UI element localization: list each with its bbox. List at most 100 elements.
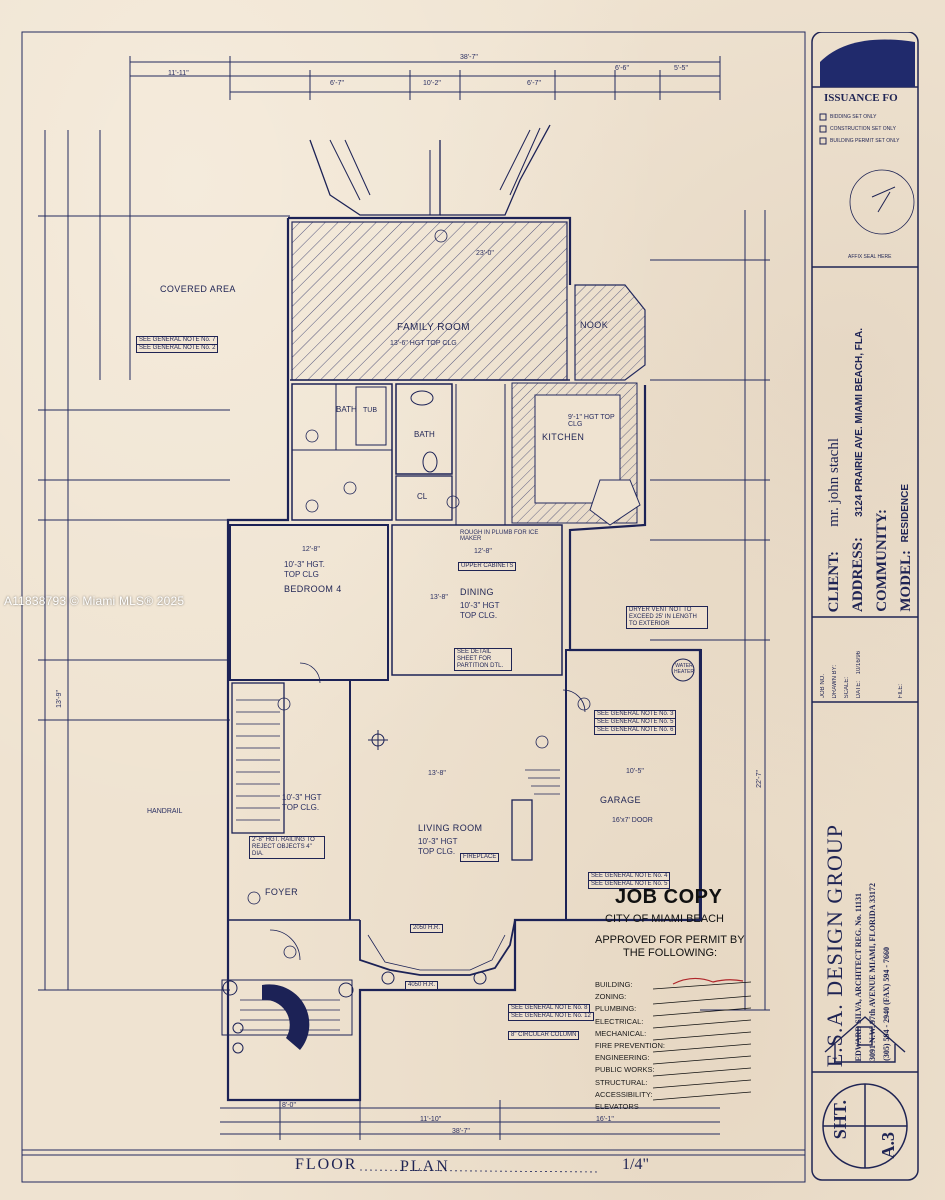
note-circular-column: 8" CIRCULAR COLUMN — [508, 1031, 580, 1040]
living-ceiling-2: TOP CLG. — [418, 847, 456, 856]
job-info: JOB NO. DRAWN BY: SCALE: DATE: 10/16/96 … — [818, 622, 914, 698]
dim-right-overall: 22'-7" — [756, 770, 763, 788]
room-nook: NOOK — [580, 320, 609, 330]
issuance-construction: CONSTRUCTION SET ONLY — [830, 126, 896, 132]
label-sheet: SHT. — [830, 1100, 850, 1140]
note-garage-6: SEE GENERAL NOTE No. 6 — [594, 726, 677, 735]
dim-d12: 10'-5" — [626, 768, 644, 775]
value-client: mr. john stachl — [826, 438, 842, 527]
firm-block: E.S.A. DESIGN GROUP EDWARD SILVA, ARCHIT… — [818, 707, 914, 1067]
stamp-approval-item: PLUMBING: — [595, 1004, 637, 1014]
note-see-detail-sheet: SEE DETAIL SHEET FOR PARTITION DTL. — [454, 648, 512, 671]
stamp-lines — [652, 977, 752, 1101]
footer-scale: 1/4" — [622, 1156, 649, 1173]
room-kitchen: KITCHEN — [542, 432, 585, 442]
title-block-frame — [811, 32, 919, 1181]
dim-d7: 23'-0" — [476, 250, 494, 257]
firm-name: E.S.A. DESIGN GROUP — [822, 823, 847, 1067]
value-model: RESIDENCE — [900, 483, 911, 542]
family-room-ceiling: 13'-6" HGT TOP CLG — [390, 340, 457, 347]
room-bath-2: BATH — [414, 430, 435, 439]
label-fireplace: FIREPLACE — [460, 853, 500, 862]
label-file: FILE: — [898, 683, 904, 698]
stamp-approved-1: APPROVED FOR PERMIT BY — [595, 934, 745, 946]
dim-d9: 12'-8" — [302, 546, 320, 553]
dim-d6: 6'-6" — [615, 65, 629, 72]
firm-phone: (305) 594 - 2940 (FAX) 594 - 7660 — [882, 947, 891, 1061]
room-living-room: LIVING ROOM — [418, 823, 483, 833]
stamp-approval-item: ENGINEERING: — [595, 1053, 650, 1063]
note-general-12: SEE GENERAL NOTE No. 12 — [508, 1012, 594, 1021]
dim-bottom-overall: 38'-7" — [452, 1128, 470, 1135]
room-bedroom-4: BEDROOM 4 — [284, 584, 342, 594]
label-water-heater: WATER HEATER — [674, 663, 694, 675]
label-community: COMMUNITY: — [874, 509, 890, 612]
stamp-approval-item: ELECTRICAL: — [595, 1016, 644, 1026]
value-address: 3124 PRAIRIE AVE. MIAMI BEACH, FLA. — [854, 328, 865, 517]
issuance-bidding: BIDDING SET ONLY — [830, 114, 877, 120]
dim-d5: 5'-5" — [674, 65, 688, 72]
label-job-no: JOB NO. — [820, 673, 826, 698]
note-door-4050: 4050 H.R. — [405, 981, 439, 990]
dim-bottom-2: 11'-10" — [420, 1116, 442, 1123]
stamp-approval-item: ACCESSIBILITY: — [595, 1089, 653, 1099]
dim-top-overall: 38'-7" — [460, 54, 478, 61]
dining-ceiling-1: 10'-3" HGT — [460, 601, 500, 610]
dining-ceiling-2: TOP CLG. — [460, 611, 498, 620]
note-dryer-vent: DRYER VENT NOT TO EXCEED 25' IN LENGTH T… — [626, 606, 708, 629]
stamp-approval-item: STRUCTURAL: — [595, 1077, 648, 1087]
kitchen-ceiling: 9'-1" HGT TOP CLG — [568, 414, 615, 428]
note-upper-cabinets: UPPER CABINETS — [458, 562, 517, 571]
dim-bottom-3: 16'-1" — [596, 1116, 614, 1123]
stamp-approval-item: ELEVATORS — [595, 1102, 639, 1111]
living-ceiling-1: 10'-3" HGT — [418, 837, 458, 846]
label-tub: TUB — [363, 407, 377, 414]
dim-left-overall: 13'-9" — [56, 690, 63, 708]
issuance-heading: ISSUANCE FO — [824, 92, 898, 104]
title-block: ISSUANCE FO BIDDING SET ONLY CONSTRUCTIO… — [810, 32, 920, 1182]
room-bath-1: BATH — [336, 405, 357, 414]
value-date: 10/16/96 — [856, 650, 862, 674]
note-rough-plumb: ROUGH IN PLUMB FOR ICE MAKER — [460, 530, 539, 542]
room-covered-area: COVERED AREA — [160, 284, 236, 294]
label-date: DATE: — [856, 680, 862, 698]
label-scale: SCALE: — [844, 676, 850, 698]
note-door-2050: 2050 H.R. — [410, 924, 444, 933]
mls-watermark: A11838793 © Miami MLS® 2025 — [4, 594, 185, 608]
issuance-permit: BUILDING PERMIT SET ONLY — [830, 138, 900, 144]
room-garage: GARAGE — [600, 795, 641, 805]
dim-bottom-1: 8'-0" — [282, 1102, 296, 1109]
stair-ceiling-2: TOP CLG. — [282, 803, 320, 812]
room-family-room: FAMILY ROOM — [397, 322, 470, 333]
stair-ceiling-1: 10'-3" HGT — [282, 793, 322, 802]
bedroom4-ceiling-1: 10'-3" HGT. — [284, 560, 325, 569]
label-client: CLIENT: — [826, 550, 842, 612]
note-garage-door: 16'x7' DOOR — [612, 817, 653, 824]
stamp-approval-item: MECHANICAL: — [595, 1028, 647, 1038]
footer-floor: FLOOR — [295, 1156, 358, 1173]
room-dining: DINING — [460, 587, 494, 597]
label-drawn-by: DRAWN BY: — [832, 664, 838, 698]
bedroom4-ceiling-2: TOP CLG — [284, 570, 319, 579]
client-panel: CLIENT: mr. john stachl ADDRESS: 3124 PR… — [820, 272, 914, 612]
firm-architect: EDWARD SILVA, ARCHITECT REG. No. 11131 — [854, 892, 863, 1061]
dim-d2: 6'-7" — [330, 80, 344, 87]
note-railing: 2'-8" HGT. RAILING TO REJECT OBJECTS 4" … — [249, 836, 325, 859]
stamp-approval-item: PUBLIC WORKS: — [595, 1065, 655, 1075]
stamp-approval-item: ZONING: — [595, 992, 627, 1002]
dim-d4: 6'-7" — [527, 80, 541, 87]
firm-address: 3091 N.W. 97th AVENUE MIAMI, FLORIDA 331… — [868, 882, 877, 1061]
note-general-5: SEE GENERAL NOTE No. 5 — [588, 880, 671, 889]
room-closet: CL — [417, 492, 428, 501]
value-sheet: A.3 — [878, 1132, 898, 1159]
room-foyer: FOYER — [265, 887, 299, 897]
stamp-approved-2: THE FOLLOWING: — [623, 947, 718, 959]
note-general-2: SEE GENERAL NOTE No. 2 — [136, 344, 219, 353]
stamp-job-copy: JOB COPY — [615, 886, 723, 908]
label-affix-seal: AFFIX SEAL HERE — [848, 254, 892, 260]
stamp-city: CITY OF MIAMI BEACH — [605, 913, 724, 925]
dim-d1: 11'-11" — [168, 70, 189, 77]
stamp-approval-item: FIRE PREVENTION: — [595, 1041, 666, 1050]
